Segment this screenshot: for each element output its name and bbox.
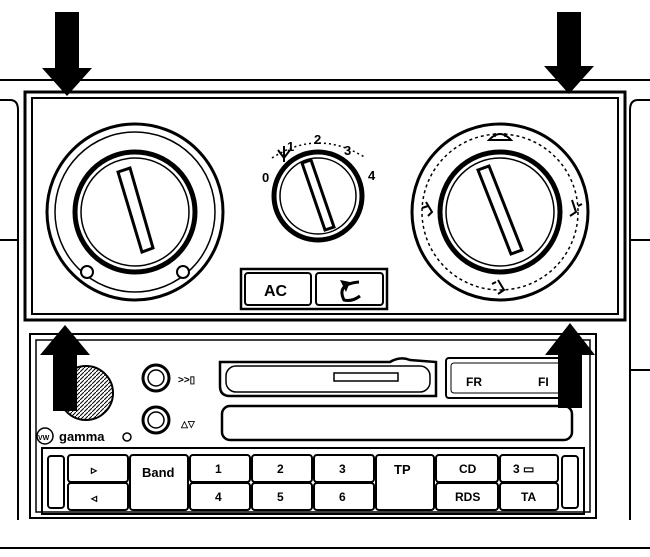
tp-button[interactable]: TP bbox=[375, 454, 435, 511]
cd-label: CD bbox=[459, 462, 477, 476]
vw-logo: VW bbox=[36, 427, 54, 445]
rds-button[interactable]: RDS bbox=[435, 482, 499, 511]
preset-button-5[interactable]: 5 bbox=[251, 482, 313, 511]
arrow-down-left bbox=[42, 12, 92, 96]
preset-button-3[interactable]: 3 bbox=[313, 454, 375, 483]
seek-label: △▽ bbox=[180, 419, 196, 429]
ta-button[interactable]: TA bbox=[499, 482, 559, 511]
seek-up-button[interactable]: ▹ bbox=[67, 454, 129, 483]
svg-text:VW: VW bbox=[38, 435, 50, 442]
cd-slot[interactable] bbox=[220, 404, 574, 442]
hvac-panel bbox=[23, 90, 627, 322]
preset-label: 2 bbox=[277, 462, 284, 476]
ac-button[interactable]: AC bbox=[244, 272, 312, 306]
right-edge-button[interactable] bbox=[561, 455, 579, 509]
fan-tick-0: 0 bbox=[262, 170, 269, 185]
radio-display: FR FI bbox=[445, 357, 572, 399]
cd-button[interactable]: CD bbox=[435, 454, 499, 483]
fan-tick-2: 2 bbox=[314, 132, 321, 147]
fan-speed-knob[interactable]: 0 1 2 3 4 bbox=[262, 132, 376, 243]
left-edge-button[interactable] bbox=[47, 455, 65, 509]
brand-label: gamma bbox=[59, 429, 105, 444]
mode-label: 3 ▭ bbox=[513, 462, 534, 476]
preset-label: 5 bbox=[277, 490, 284, 504]
indicator-led bbox=[122, 432, 132, 442]
preset-label: 1 bbox=[215, 462, 222, 476]
seek-down-icon: ◃ bbox=[90, 491, 98, 505]
preset-button-6[interactable]: 6 bbox=[313, 482, 375, 511]
air-distribution-knob[interactable] bbox=[410, 122, 590, 302]
fan-tick-3: 3 bbox=[344, 143, 351, 158]
dashboard-frame bbox=[0, 79, 650, 549]
band-button[interactable]: Band bbox=[129, 454, 189, 511]
fan-tick-1: 1 bbox=[287, 139, 294, 154]
radio-unit bbox=[29, 333, 597, 519]
ac-label: AC bbox=[264, 283, 288, 300]
arrow-down-right bbox=[544, 12, 594, 94]
fan-tick-4: 4 bbox=[368, 168, 376, 183]
button-bar bbox=[41, 447, 585, 515]
eject-label: >>▯ bbox=[178, 375, 195, 386]
arrow-up-left bbox=[40, 325, 90, 411]
ta-label: TA bbox=[521, 490, 536, 504]
preset-label: 6 bbox=[339, 490, 346, 504]
floor-icon bbox=[491, 279, 506, 295]
fan-icon bbox=[277, 146, 291, 162]
mode-button[interactable]: 3 ▭ bbox=[499, 454, 559, 483]
tp-label: TP bbox=[394, 462, 411, 477]
cassette-slot[interactable] bbox=[218, 357, 438, 398]
preset-label: 3 bbox=[339, 462, 346, 476]
preset-button-4[interactable]: 4 bbox=[189, 482, 251, 511]
hvac-button-group: AC bbox=[239, 267, 389, 311]
seek-knob[interactable] bbox=[141, 405, 171, 435]
defrost-icon bbox=[486, 133, 514, 141]
preset-button-1[interactable]: 1 bbox=[189, 454, 251, 483]
seek-up-icon: ▹ bbox=[90, 463, 98, 477]
display-fr: FR bbox=[466, 375, 482, 389]
recirculation-button[interactable] bbox=[315, 272, 384, 306]
vent-feet-icon bbox=[569, 199, 583, 217]
vent-face-icon bbox=[421, 201, 434, 217]
eject-knob[interactable] bbox=[141, 363, 171, 393]
seek-down-button[interactable]: ◃ bbox=[67, 482, 129, 511]
band-label: Band bbox=[142, 465, 175, 480]
preset-label: 4 bbox=[215, 490, 222, 504]
temperature-knob[interactable] bbox=[45, 122, 225, 302]
rds-label: RDS bbox=[455, 490, 480, 504]
arrow-up-right bbox=[545, 323, 595, 408]
preset-button-2[interactable]: 2 bbox=[251, 454, 313, 483]
display-fi: FI bbox=[538, 375, 549, 389]
